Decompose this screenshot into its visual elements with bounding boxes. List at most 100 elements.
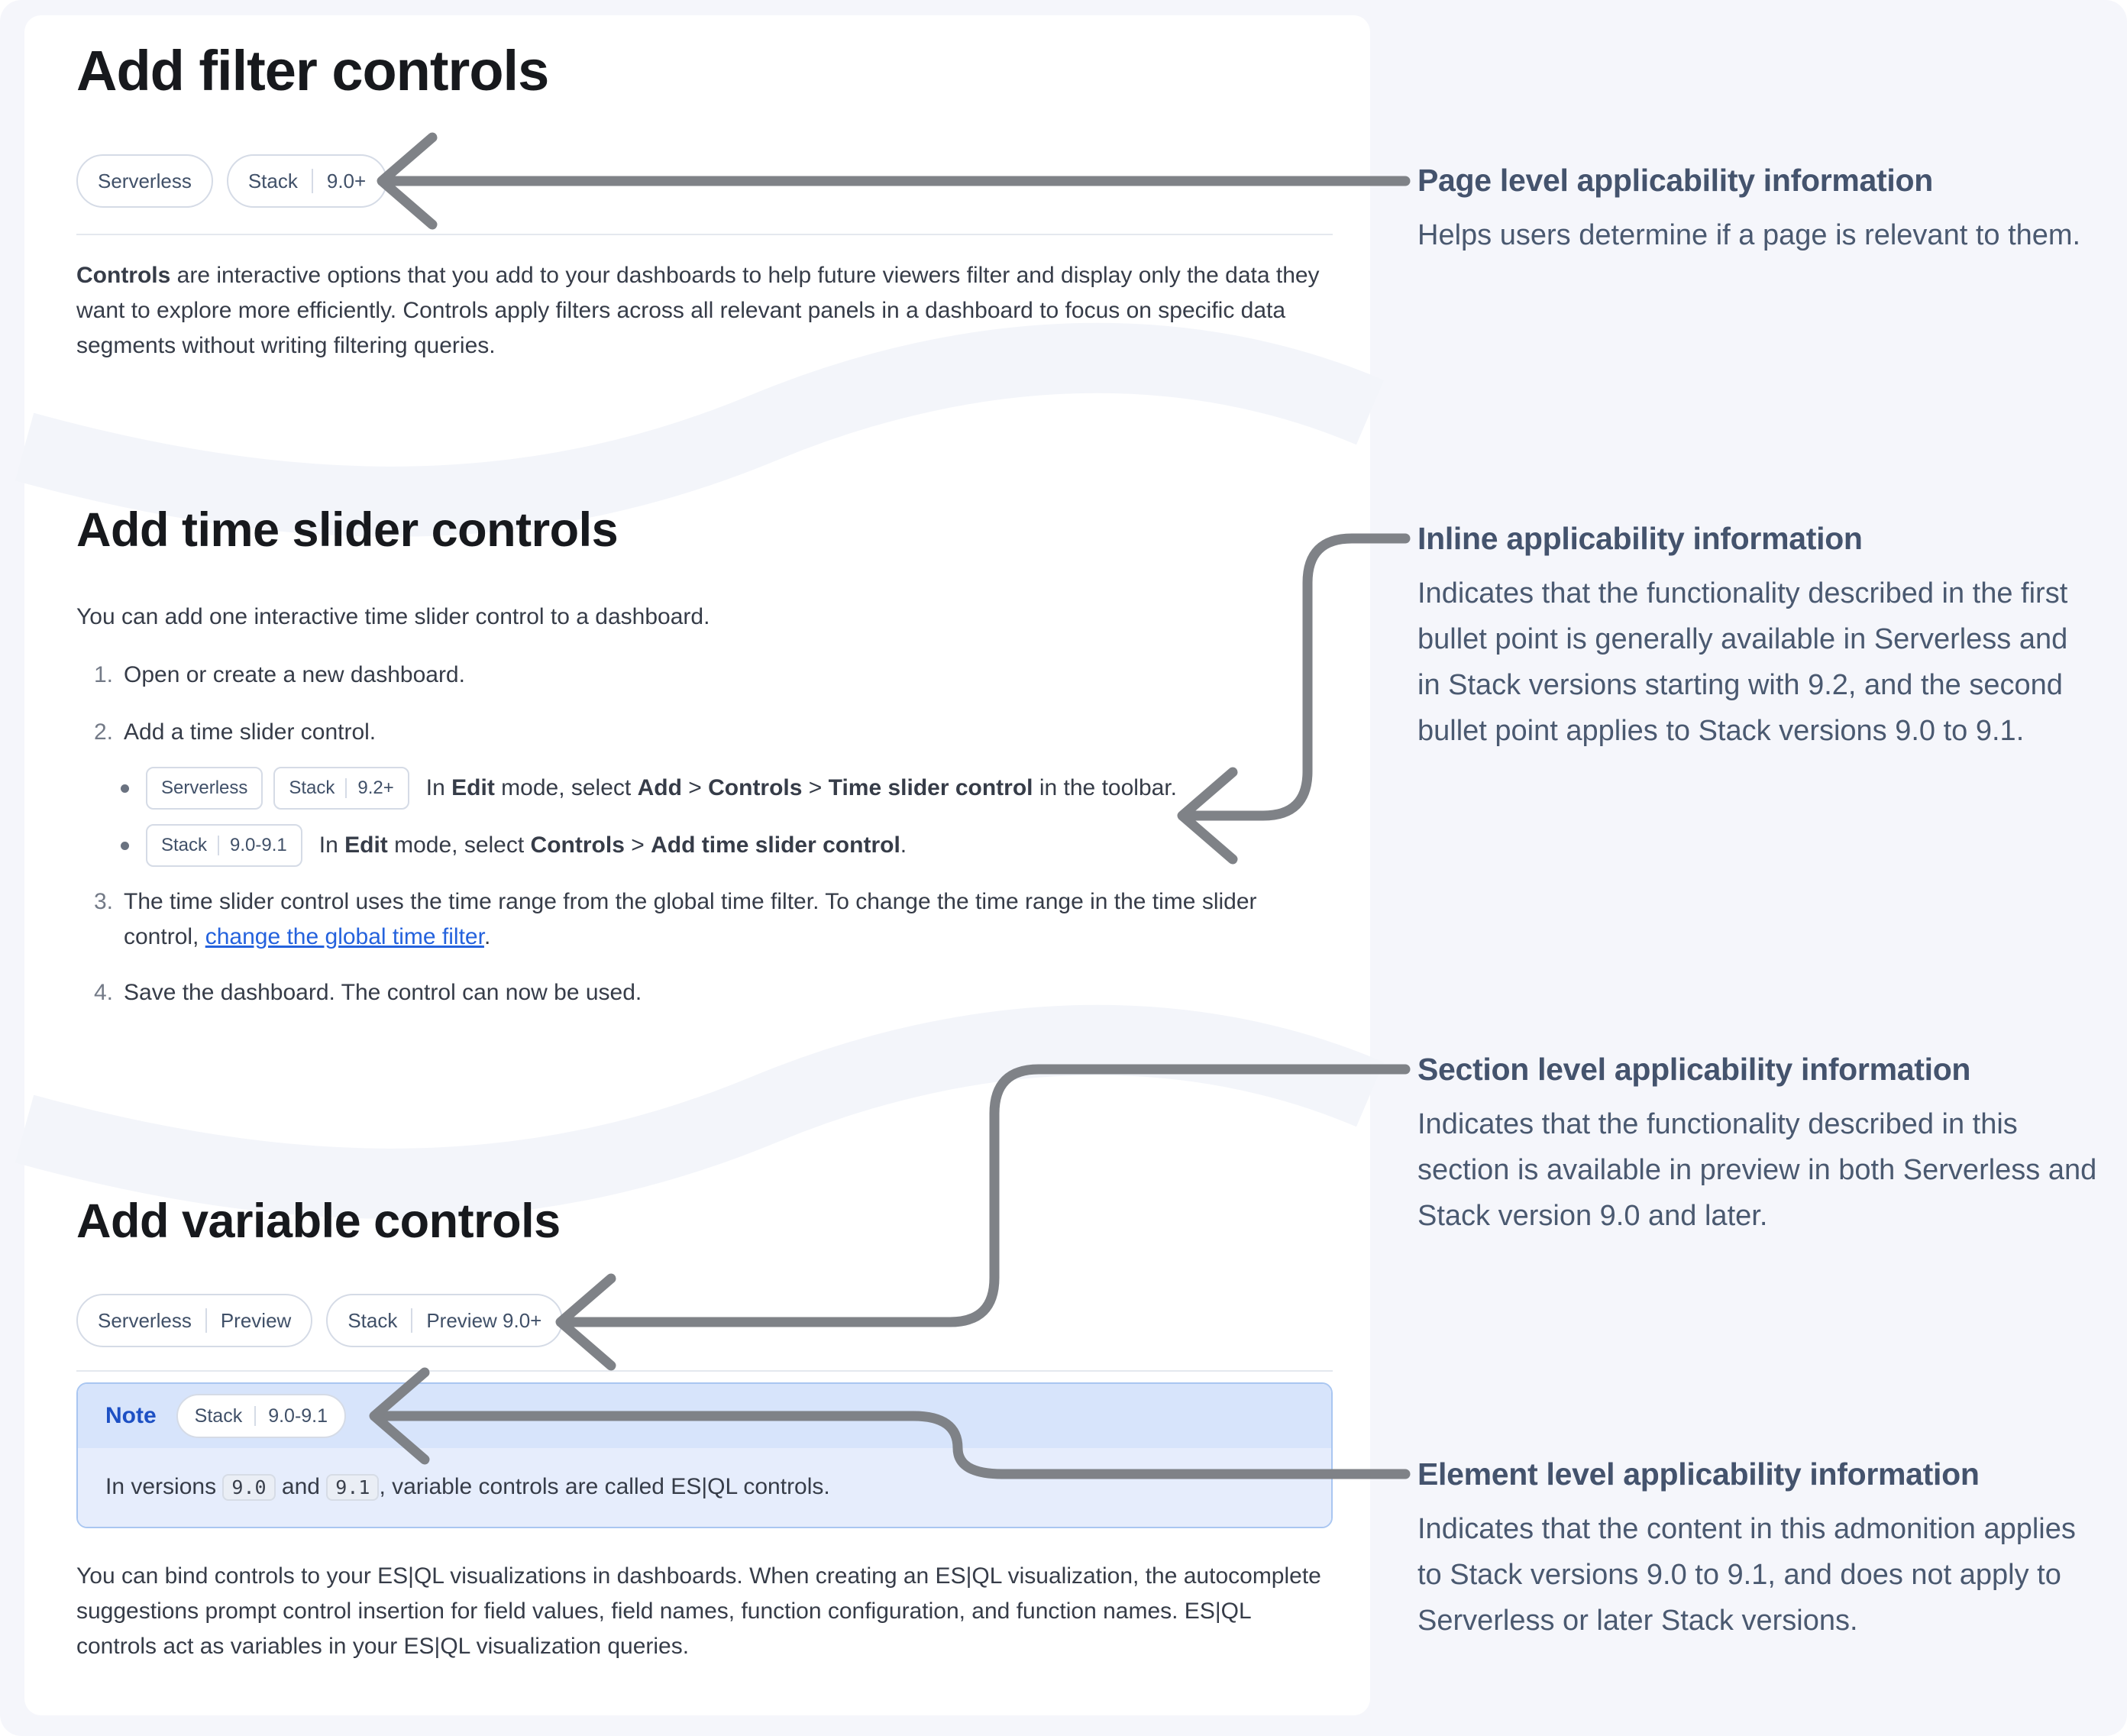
annotation-title: Element level applicability information [1417,1456,1980,1492]
step-text: The time slider control uses the time ra… [124,884,1333,955]
bullet-dot-icon [121,841,129,850]
badge-segment: Stack [347,1308,398,1332]
annotation-inline-level: Inline applicability information Indicat… [1417,517,2097,754]
section-title-time-slider: Add time slider controls [76,503,619,557]
note-header: Note Stack 9.0-9.1 [78,1384,1331,1448]
page-applicability-badges: Serverless Stack 9.0+ [76,154,1333,208]
bold-text: Time slider control [828,775,1033,800]
text: Save the dashboard. The control can now … [124,980,642,1005]
badge-divider [205,1308,207,1333]
text: Add a time slider control. [124,719,377,745]
bullet-text: In Edit mode, select Controls > Add time… [319,828,907,863]
badge-stack-version: Stack 9.0-9.1 [146,824,302,867]
step-number: 3. [93,889,113,914]
divider [76,234,1333,235]
step-4: 4. Save the dashboard. The control can n… [76,975,1333,1010]
step-text: Open or create a new dashboard. [124,658,465,693]
badge-segment: Preview [220,1308,292,1332]
badge-divider [345,778,347,798]
bold-text: Controls [76,263,171,288]
text: In [425,775,452,800]
intro-paragraph: Controls are interactive options that yo… [76,258,1333,364]
bold-text: Controls [708,775,803,800]
section-intro: You can add one interactive time slider … [76,604,710,629]
badge-stack-version: Stack 9.0+ [226,154,388,208]
badge-divider [411,1308,413,1333]
note-label: Note [105,1403,157,1428]
text: . [483,924,491,949]
badge-divider [254,1406,257,1426]
step-text: Add a time slider control. [124,715,376,750]
esql-paragraph: You can bind controls to your ES|QL visu… [76,1559,1333,1664]
annotation-element-level: Element level applicability information … [1417,1453,2097,1644]
step-number: 1. [93,662,113,687]
bullet-dot-icon [121,784,129,793]
badge-segment: Stack [289,777,335,798]
badge-segment: 9.0-9.1 [268,1405,328,1427]
inline-code: 9.0 [222,1474,276,1501]
badge-segment: 9.0+ [326,169,367,192]
badge-serverless: Serverless [146,767,263,810]
badge-divider [311,169,313,193]
annotation-body: Indicates that the functionality describ… [1417,577,2068,747]
bold-text: Edit [451,775,495,800]
note-body: In versions 9.0 and 9.1, variable contro… [78,1448,1331,1527]
inline-code: 9.1 [326,1474,380,1501]
annotation-page-level: Page level applicability information Hel… [1417,159,2097,258]
bold-text: Add time slider control [651,832,900,858]
bold-text: Add [637,775,682,800]
badge-segment: Stack [161,835,208,855]
section-add-time-slider-controls: Add time slider controls You can add one… [76,500,1333,1010]
text: in the toolbar. [1033,775,1177,800]
text: mode, select [387,832,531,858]
divider [76,1370,1333,1372]
annotation-title: Inline applicability information [1417,521,1863,556]
note-admonition: Note Stack 9.0-9.1 In versions 9.0 and 9.… [76,1382,1333,1528]
text: . [900,832,907,858]
section-title-variable: Add variable controls [76,1195,561,1248]
annotation-body: Indicates that the content in this admon… [1417,1513,2076,1637]
step-1: 1. Open or create a new dashboard. [76,658,1333,693]
badge-serverless-preview: Serverless Preview [76,1294,313,1347]
text: In [318,832,345,858]
annotation-section-level: Section level applicability information … [1417,1048,2097,1239]
text: In versions [105,1474,223,1499]
bold-text: Edit [344,832,388,858]
annotation-body: Indicates that the functionality describ… [1417,1108,2097,1232]
bold-text: Controls [530,832,625,858]
annotation-title: Section level applicability information [1417,1052,1971,1087]
page-title: Add filter controls [76,39,549,102]
text: > [681,775,709,800]
badge-segment: Stack [247,169,298,192]
step-2: 2. Add a time slider control. [76,715,1333,750]
badge-segment: 9.0-9.1 [230,835,287,855]
badge-serverless: Serverless [76,154,213,208]
link-change-global-time-filter[interactable]: change the global time filter [205,924,484,949]
badge-divider [218,836,220,855]
text: mode, select [494,775,638,800]
badge-segment: Serverless [98,169,192,192]
badge-segment: Serverless [161,777,248,798]
annotation-title: Page level applicability information [1417,163,1933,198]
step-text: Save the dashboard. The control can now … [124,975,642,1010]
badge-stack-version: Stack 9.0-9.1 [176,1394,347,1438]
bullet-text: In Edit mode, select Add > Controls > Ti… [426,771,1177,806]
badge-segment: Serverless [98,1308,192,1332]
annotation-body: Helps users determine if a page is relev… [1417,219,2081,251]
text: and [275,1474,327,1499]
step-3: 3. The time slider control uses the time… [76,884,1333,955]
bullet-stack-90-91: Stack 9.0-9.1 In Edit mode, select Contro… [121,824,1333,867]
text: > [802,775,829,800]
text: Open or create a new dashboard. [124,662,465,687]
text: The time slider control uses the time ra… [124,889,1257,949]
step-number: 4. [93,980,113,1005]
text: > [624,832,651,858]
text: You can bind controls to your ES|QL visu… [76,1563,1321,1659]
step-number: 2. [93,719,113,745]
text: are interactive options that you add to … [76,263,1320,358]
badge-segment: Stack [194,1405,243,1427]
